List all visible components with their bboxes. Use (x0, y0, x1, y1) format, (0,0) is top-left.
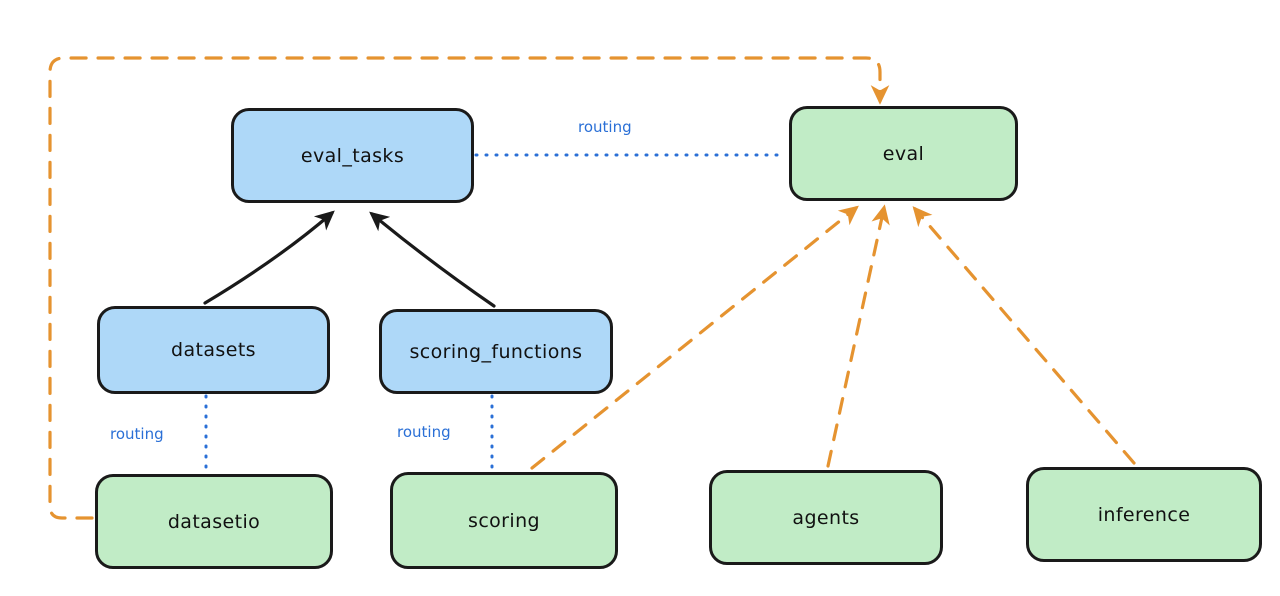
node-label: inference (1097, 503, 1191, 526)
edge-label-routing-datasetio: routing (110, 425, 164, 443)
node-label: eval (882, 142, 925, 165)
edge-scoring_functions-to-eval_tasks (369, 211, 496, 308)
edge-scoring-to-eval (530, 205, 859, 470)
node-agents[interactable]: agents (709, 470, 943, 565)
edge-inference-to-eval (912, 206, 1136, 465)
node-label: datasets (171, 339, 256, 361)
node-label: scoring_functions (409, 340, 583, 363)
node-label: scoring (468, 509, 540, 532)
node-inference[interactable]: inference (1026, 467, 1262, 562)
edge-label-routing-eval: routing (578, 118, 632, 136)
node-label: datasetio (167, 510, 261, 533)
edge-datasetio-to-eval (48, 56, 890, 520)
node-datasetio[interactable]: datasetio (95, 474, 333, 569)
node-datasets[interactable]: datasets (97, 306, 330, 394)
node-label: eval_tasks (300, 144, 405, 167)
edge-label-routing-scoring: routing (397, 423, 451, 441)
node-eval[interactable]: eval (789, 106, 1018, 201)
node-label: agents (792, 506, 860, 529)
node-scoring[interactable]: scoring (390, 472, 618, 569)
node-eval-tasks[interactable]: eval_tasks (231, 108, 474, 203)
edge-agents-to-eval (826, 204, 890, 468)
node-scoring-functions[interactable]: scoring_functions (379, 309, 613, 394)
edge-datasets-to-eval_tasks (203, 210, 335, 305)
